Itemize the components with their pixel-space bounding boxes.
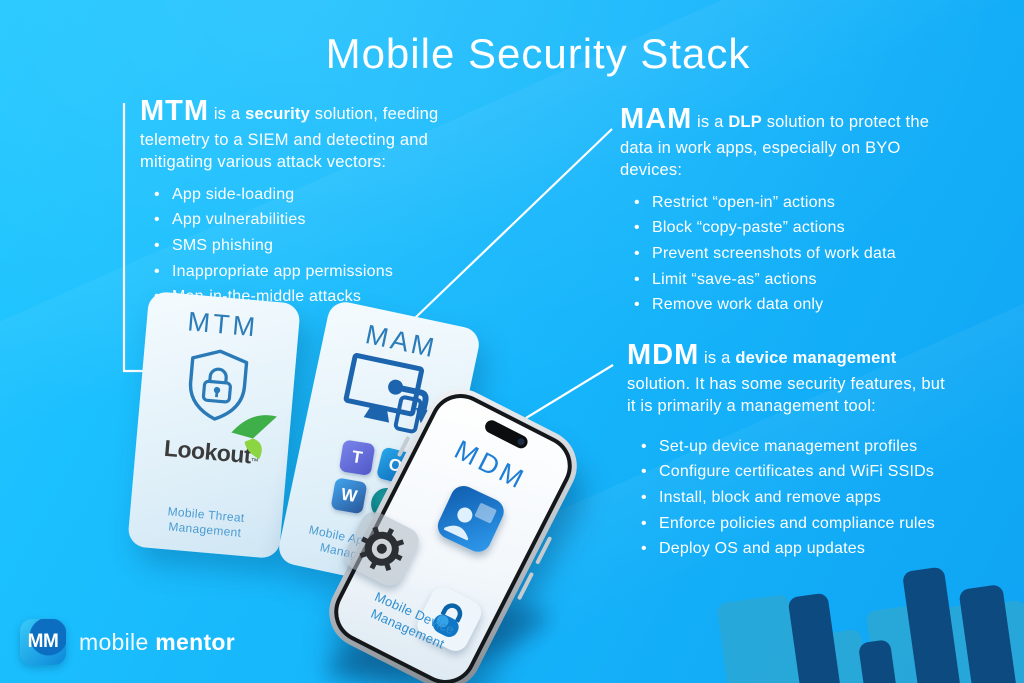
bullet-item: Install, block and remove apps	[641, 489, 957, 507]
mtm-lead: MTM is a security solution, feeding tele…	[140, 92, 474, 174]
section-mtm: MTM is a security solution, feeding tele…	[140, 92, 474, 314]
bullet-item: Block “copy-paste” actions	[634, 219, 932, 237]
mdm-bullet-list: Set-up device management profiles Config…	[627, 438, 957, 558]
bar-chart-decoration	[716, 523, 1024, 683]
brand-word-mentor: mentor	[155, 628, 236, 655]
mtm-bullet-list: App side-loading App vulnerabilities SMS…	[140, 186, 474, 306]
page-title: Mobile Security Stack	[325, 30, 751, 77]
mtm-card: MTM Lookout™ Mobile Threat Management	[127, 290, 301, 560]
bullet-item: Set-up device management profiles	[641, 438, 957, 456]
mtm-card-title: MTM	[186, 306, 260, 343]
monitor-sync-icon	[306, 343, 473, 452]
mam-lead: MAM is a DLP solution to protect the dat…	[620, 100, 932, 182]
mdm-lead-pre: is a	[699, 349, 736, 367]
mtm-lead-pre: is a	[209, 105, 246, 123]
word-icon: W	[329, 477, 368, 515]
lookout-logo: Lookout™	[163, 415, 277, 470]
bullet-item: App vulnerabilities	[154, 211, 474, 229]
brand-word-mobile: mobile	[79, 628, 149, 655]
mtm-lead-post: solution, feeding telemetry to a SIEM an…	[140, 105, 439, 172]
brand-wordmark: mobile mentor	[79, 629, 235, 656]
mdm-phone: MDM	[316, 376, 590, 683]
section-mdm: MDM is a device management solution. It …	[627, 336, 957, 566]
bullet-item: Restrict “open-in” actions	[634, 194, 932, 212]
bullet-item: Limit “save-as” actions	[634, 271, 932, 289]
mam-lead-pre: is a	[692, 113, 729, 131]
mtm-keyword: security	[245, 105, 310, 123]
bullet-item: Enforce policies and compliance rules	[641, 515, 957, 533]
mam-keyword: DLP	[728, 113, 762, 131]
lookout-swoosh-icon	[220, 406, 281, 468]
company-portal-icon	[433, 481, 509, 557]
bullet-item: Deploy OS and app updates	[641, 540, 957, 558]
mam-lead-post: solution to protect the data in work app…	[620, 113, 930, 180]
bullet-item: Configure certificates and WiFi SSIDs	[641, 463, 957, 481]
bullet-item: Remove work data only	[634, 296, 932, 314]
bullet-item: Inappropriate app permissions	[154, 263, 474, 281]
endpoint-lock-icon	[412, 582, 486, 656]
shield-lock-icon	[138, 340, 297, 436]
mam-acronym: MAM	[620, 103, 693, 135]
mobile-mentor-brand: MM mobile mentor	[20, 619, 235, 665]
phone-screen: MDM	[328, 388, 578, 683]
bullet-item: App side-loading	[154, 186, 474, 204]
mtm-card-caption: Mobile Threat Management	[167, 504, 246, 541]
mtm-acronym: MTM	[140, 95, 210, 127]
mam-card: MAM T O W S Mobile Application Managemen…	[275, 298, 483, 594]
mdm-lead-post: solution. It has some security features,…	[627, 375, 945, 416]
mdm-keyword: device management	[735, 349, 897, 367]
settings-gear-icon	[340, 507, 424, 591]
section-mam: MAM is a DLP solution to protect the dat…	[620, 100, 932, 322]
mdm-lead: MDM is a device management solution. It …	[627, 336, 957, 418]
mm-logo: MM	[20, 619, 66, 665]
phone-bezel: MDM	[323, 383, 583, 683]
teams-icon: T	[338, 439, 375, 476]
mam-bullet-list: Restrict “open-in” actions Block “copy-p…	[620, 194, 932, 314]
mdm-acronym: MDM	[627, 339, 700, 371]
bullet-item: Prevent screenshots of work data	[634, 245, 932, 263]
bullet-item: SMS phishing	[154, 237, 474, 255]
